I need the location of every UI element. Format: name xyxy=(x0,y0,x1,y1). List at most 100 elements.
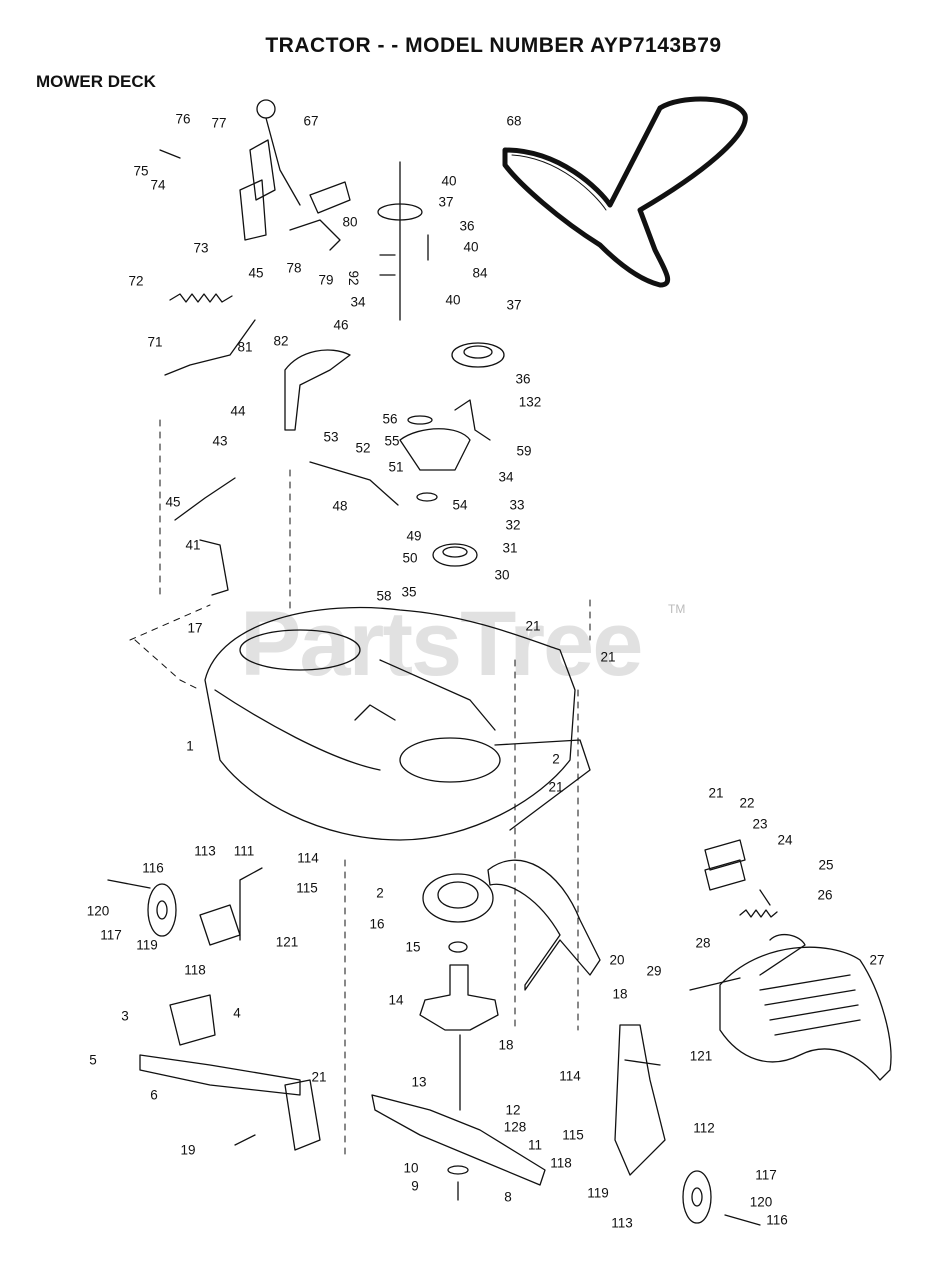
callout-2a: 2 xyxy=(552,751,560,767)
callout-73: 73 xyxy=(193,240,209,256)
trademark-mark: TM xyxy=(668,602,686,616)
callout-31: 31 xyxy=(502,540,518,556)
callout-37b: 37 xyxy=(506,297,522,313)
callout-26: 26 xyxy=(817,887,833,903)
callout-56: 56 xyxy=(382,411,398,427)
callout-1: 1 xyxy=(186,738,194,754)
callout-40a: 40 xyxy=(441,173,457,189)
page-title: TRACTOR - - MODEL NUMBER AYP7143B79 xyxy=(265,34,722,57)
callout-67: 67 xyxy=(303,113,319,129)
callout-117a: 117 xyxy=(100,927,122,943)
callout-27: 27 xyxy=(869,952,885,968)
callout-21c: 21 xyxy=(548,779,564,795)
callout-114b: 114 xyxy=(559,1068,581,1084)
callout-52: 52 xyxy=(355,440,371,456)
callout-14: 14 xyxy=(388,992,404,1008)
callout-48: 48 xyxy=(332,498,348,514)
callout-116b: 116 xyxy=(766,1212,788,1228)
callout-37a: 37 xyxy=(438,194,454,210)
callout-76: 76 xyxy=(175,111,191,127)
pulley-upper xyxy=(451,342,505,368)
callout-92: 92 xyxy=(345,270,361,286)
callout-3: 3 xyxy=(121,1008,129,1024)
callout-119a: 119 xyxy=(136,937,158,953)
callout-30: 30 xyxy=(494,567,510,583)
callout-111: 111 xyxy=(233,843,255,859)
callout-81: 81 xyxy=(237,339,253,355)
callout-121b: 121 xyxy=(689,1048,713,1064)
callout-119b: 119 xyxy=(587,1185,609,1201)
callout-40b: 40 xyxy=(463,239,479,255)
callout-132: 132 xyxy=(518,394,542,410)
callout-75: 75 xyxy=(133,163,149,179)
callout-20: 20 xyxy=(609,952,625,968)
callout-54: 54 xyxy=(452,497,468,513)
callout-46: 46 xyxy=(333,317,349,333)
spindle-housing xyxy=(419,964,499,1031)
callout-15: 15 xyxy=(405,939,421,955)
callout-22: 22 xyxy=(739,795,755,811)
callout-55: 55 xyxy=(384,433,400,449)
right-spring xyxy=(739,909,778,918)
callout-115b: 115 xyxy=(562,1127,584,1143)
callout-32: 32 xyxy=(505,517,521,533)
callout-68: 68 xyxy=(506,113,522,129)
callout-74: 74 xyxy=(150,177,166,193)
gauge-wheel-left xyxy=(147,883,177,937)
callout-115a: 115 xyxy=(296,880,318,896)
callout-45a: 45 xyxy=(248,265,264,281)
callout-19: 19 xyxy=(180,1142,196,1158)
callout-51: 51 xyxy=(388,459,404,475)
callout-24: 24 xyxy=(777,832,793,848)
callout-11: 11 xyxy=(527,1137,543,1153)
callout-77: 77 xyxy=(211,115,227,131)
callout-118b: 118 xyxy=(550,1155,572,1171)
callout-121a: 121 xyxy=(275,934,299,950)
callout-34b: 34 xyxy=(498,469,514,485)
callout-50: 50 xyxy=(402,550,418,566)
callout-10: 10 xyxy=(403,1160,419,1176)
callout-16: 16 xyxy=(369,916,385,932)
callout-8: 8 xyxy=(504,1189,512,1205)
callout-2b: 2 xyxy=(376,885,384,901)
callout-6: 6 xyxy=(150,1087,158,1103)
pulley-lower xyxy=(432,543,478,567)
callout-21d: 21 xyxy=(311,1069,327,1085)
mower-deck xyxy=(204,606,576,841)
callout-117b: 117 xyxy=(755,1167,777,1183)
drive-belt xyxy=(502,96,748,288)
callout-13: 13 xyxy=(411,1074,427,1090)
gauge-wheel-right xyxy=(682,1170,712,1224)
callout-78: 78 xyxy=(286,260,302,276)
callout-33: 33 xyxy=(509,497,525,513)
callout-40c: 40 xyxy=(445,292,461,308)
callout-28: 28 xyxy=(695,935,711,951)
callout-25: 25 xyxy=(818,857,834,873)
callout-116a: 116 xyxy=(142,860,164,876)
callout-43: 43 xyxy=(212,433,228,449)
callout-17: 17 xyxy=(187,620,203,636)
callout-9: 9 xyxy=(411,1178,419,1194)
callout-113b: 113 xyxy=(611,1215,633,1231)
callout-120b: 120 xyxy=(749,1194,773,1210)
callout-71: 71 xyxy=(147,334,163,350)
callout-18b: 18 xyxy=(612,986,628,1002)
callout-44: 44 xyxy=(230,403,246,419)
blade xyxy=(371,1094,546,1186)
callout-45b: 45 xyxy=(165,494,181,510)
callout-21e: 21 xyxy=(708,785,724,801)
hanger-bracket xyxy=(139,1054,301,1096)
callout-18a: 18 xyxy=(498,1037,514,1053)
callout-128: 128 xyxy=(503,1119,527,1135)
callout-4: 4 xyxy=(233,1005,241,1021)
callout-34a: 34 xyxy=(350,294,366,310)
spindle-pulley xyxy=(422,873,494,923)
callout-82: 82 xyxy=(273,333,289,349)
callout-21a: 21 xyxy=(525,618,541,634)
belt-guard xyxy=(487,859,601,991)
callout-36b: 36 xyxy=(515,371,531,387)
callout-114a: 114 xyxy=(297,850,319,866)
callout-120a: 120 xyxy=(86,903,110,919)
section-heading: MOWER DECK xyxy=(36,72,156,91)
